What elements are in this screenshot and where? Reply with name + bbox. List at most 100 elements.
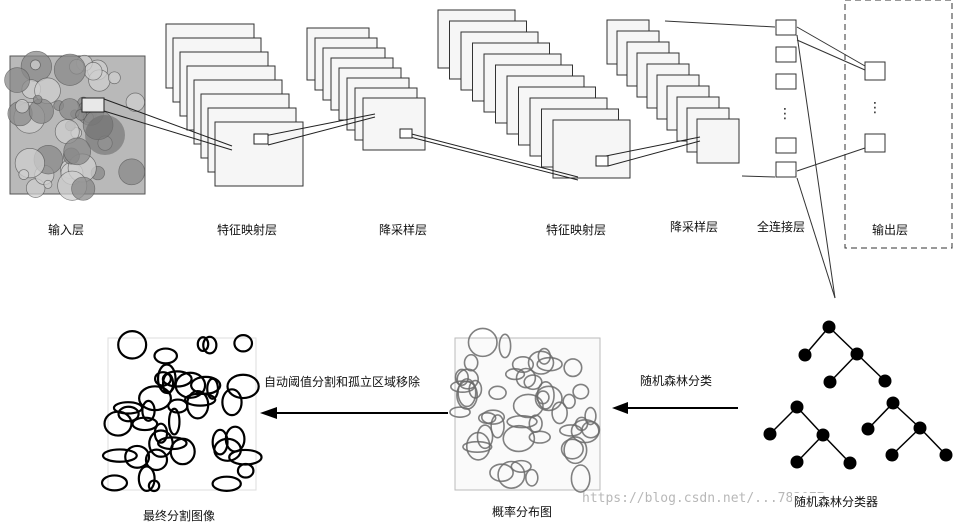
- d2-to-fc-lines: [664, 20, 776, 178]
- prob-cell: [457, 378, 477, 408]
- cell-blob: [4, 67, 30, 93]
- tree-node: [913, 421, 927, 435]
- cell-blob: [43, 179, 53, 189]
- cell-blob: [53, 53, 86, 86]
- cell-blob: [118, 158, 146, 186]
- map-card: [696, 118, 740, 164]
- prob-cell: [468, 379, 483, 399]
- random-forest-classification-label: 随机森林分类: [640, 374, 713, 388]
- probability-map-label: 概率分布图: [492, 505, 553, 519]
- cell-blob: [58, 98, 81, 120]
- tree-node: [823, 375, 837, 389]
- seg-cell: [144, 448, 169, 472]
- output-ellipsis: ⋮: [868, 100, 882, 116]
- prob-cell: [570, 464, 591, 493]
- prob-cell: [536, 381, 555, 410]
- tree-node: [816, 428, 830, 442]
- seg-cell: [211, 475, 242, 492]
- seg-cell: [137, 465, 156, 492]
- tree-node: [790, 455, 804, 469]
- prob-cell: [525, 468, 539, 487]
- seg-cell: [153, 371, 173, 387]
- watermark: https://blog.csdn.net/...783077: [582, 491, 825, 506]
- downsample-stack-2: [606, 19, 740, 164]
- prob-cell: [560, 438, 584, 460]
- prob-cell: [489, 463, 514, 483]
- prob-cell: [465, 431, 491, 461]
- prob-cell: [527, 350, 555, 375]
- feature-map-stack-2: [437, 9, 631, 179]
- seg-cell: [117, 405, 140, 423]
- prob-cell: [462, 440, 493, 453]
- cell-blob: [15, 99, 30, 114]
- prob-cell: [497, 460, 526, 489]
- map-card: [214, 121, 304, 187]
- prob-cell: [488, 385, 507, 401]
- seg-cell: [226, 373, 260, 400]
- fully-connected-nodes: [775, 19, 797, 178]
- arrow-forest-to-prob: [612, 402, 738, 414]
- fully-connected-label: 全连接层: [757, 220, 806, 234]
- seg-cell: [141, 399, 156, 422]
- prob-cell: [498, 333, 512, 359]
- seg-cell: [213, 437, 242, 462]
- prob-cell: [511, 355, 535, 374]
- prob-cell: [515, 367, 537, 389]
- fc-node: [775, 46, 797, 63]
- source-patches: [253, 128, 609, 167]
- output-nodes: [864, 61, 886, 153]
- input-texture: [4, 50, 146, 201]
- prob-cell: [510, 459, 532, 473]
- prob-cell: [467, 327, 498, 358]
- seg-cell: [100, 474, 129, 492]
- downsample-stack-1: [306, 27, 426, 151]
- seg-cell: [174, 371, 207, 399]
- downsample-2-label: 降采样层: [670, 220, 719, 234]
- prob-cell: [502, 424, 536, 453]
- input-image: [4, 50, 146, 201]
- cell-blob: [108, 71, 121, 85]
- seg-cell: [190, 375, 222, 395]
- feature-map-stack-1: [165, 23, 304, 187]
- prob-cell: [537, 347, 552, 365]
- downsample-1-label: 降采样层: [379, 223, 428, 237]
- prob-cell: [551, 401, 568, 425]
- prob-cell: [559, 424, 583, 437]
- cell-blob: [63, 137, 91, 166]
- seg-cell: [148, 429, 174, 458]
- tree-node: [939, 448, 953, 462]
- cell-blob: [28, 98, 54, 124]
- cell-blob: [84, 62, 103, 81]
- seg-cell: [233, 334, 254, 353]
- fc-node: [775, 137, 797, 154]
- tree-node: [822, 320, 836, 334]
- tree-node: [763, 427, 777, 441]
- layer-connections: [103, 98, 701, 181]
- fc-to-output-lines: [796, 26, 866, 172]
- prob-cell: [563, 436, 588, 465]
- arrow-prob-to-final: [260, 407, 448, 419]
- tree-node: [861, 422, 875, 436]
- prob-cell: [523, 374, 543, 391]
- cell-blob: [32, 94, 43, 105]
- prob-cell: [512, 393, 544, 419]
- prob-cell: [534, 385, 563, 412]
- feature-map-2-label: 特征映射层: [546, 223, 607, 237]
- seg-cell: [103, 410, 133, 437]
- tree-node: [843, 456, 857, 470]
- probability-texture: [449, 327, 601, 493]
- input-layer-label: 输入层: [48, 223, 85, 237]
- map-card: [362, 97, 426, 151]
- prob-cell: [506, 414, 538, 429]
- random-forest-trees: [763, 320, 953, 470]
- probability-map-image: [449, 327, 601, 493]
- seg-cell: [211, 428, 229, 456]
- seg-cell: [156, 363, 177, 395]
- prob-cell: [490, 414, 505, 439]
- tree-node: [886, 396, 900, 410]
- seg-cell: [153, 347, 179, 365]
- fc-node: [775, 161, 797, 178]
- tree-node: [790, 400, 804, 414]
